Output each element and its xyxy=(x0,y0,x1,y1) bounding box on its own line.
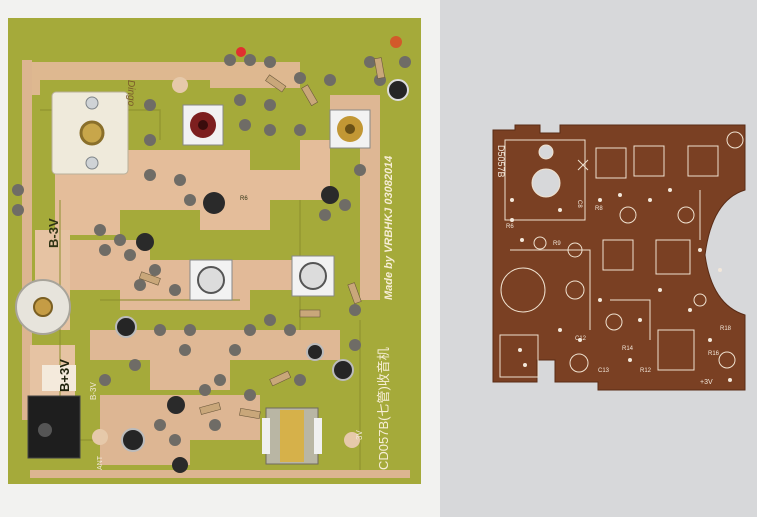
headphone-jack xyxy=(27,395,81,459)
resistors xyxy=(138,57,386,420)
corner-label: Dingo xyxy=(125,80,136,107)
c8-label: C8 xyxy=(576,200,582,208)
r9-label: R9 xyxy=(553,241,561,247)
b-plus-label: B+3V xyxy=(57,359,72,392)
made-by-label: Made by VRBHKJ 03082014 xyxy=(383,156,395,300)
brown-pcb-board: D5057B C8 R8 R6 R9 C12 R12 R14 C13 R16 R… xyxy=(492,124,746,391)
mounting-hole xyxy=(172,77,188,93)
brown-model-label: D5057B xyxy=(496,145,506,178)
mounting-hole xyxy=(344,432,360,448)
electrolytic-capacitors xyxy=(115,79,409,452)
r14-label: R14 xyxy=(622,346,634,352)
r6-label: R6 xyxy=(240,196,248,202)
r18-label: R18 xyxy=(720,326,732,332)
c13-label: C13 xyxy=(598,368,610,374)
3v-label: 3V xyxy=(355,430,364,440)
if-transformer-yellow xyxy=(329,109,371,149)
solder-joints xyxy=(12,54,411,446)
screw-icon xyxy=(85,96,99,110)
pot-cutout xyxy=(531,168,561,198)
b-plus-label-bg xyxy=(42,365,76,391)
pot-cutout-small xyxy=(538,144,554,160)
r12-label: R12 xyxy=(640,368,652,374)
screw-icon xyxy=(85,156,99,170)
pad-holes xyxy=(510,188,732,382)
transistors xyxy=(136,186,339,473)
copper-pour-lower xyxy=(90,330,340,390)
copper-trace-bottom xyxy=(30,470,410,478)
plus-3v-label: +3V xyxy=(700,379,713,386)
volume-potentiometer xyxy=(15,279,71,335)
b-minus-label: B-3V xyxy=(46,218,61,248)
tuning-knob-hub xyxy=(79,120,105,146)
ant-label: ANT xyxy=(97,455,104,470)
copper-trace-top xyxy=(28,62,300,95)
c12-label: C12 xyxy=(575,336,587,342)
red-led xyxy=(236,47,246,57)
jack-hole xyxy=(38,423,52,437)
green-pcb-board: B-3V B+3V B-3V Made by VRBHKJ 03082014 C… xyxy=(8,18,421,484)
audio-transformer xyxy=(262,407,322,465)
if-transformer-white-2 xyxy=(291,255,335,297)
if-transformer-white-1 xyxy=(189,259,233,301)
if-transformer-red xyxy=(182,104,224,146)
copper-trace-left xyxy=(22,60,32,420)
r16-label: R16 xyxy=(708,351,720,357)
silkscreen xyxy=(499,131,744,378)
model-label: CD057B(七管)收音机 xyxy=(376,347,391,470)
r8-label: R8 xyxy=(595,206,603,212)
r6-brown-label: R6 xyxy=(506,224,514,230)
mounting-hole xyxy=(92,429,108,445)
orange-component xyxy=(390,36,402,48)
b3v-lower-label: B-3V xyxy=(89,382,98,400)
